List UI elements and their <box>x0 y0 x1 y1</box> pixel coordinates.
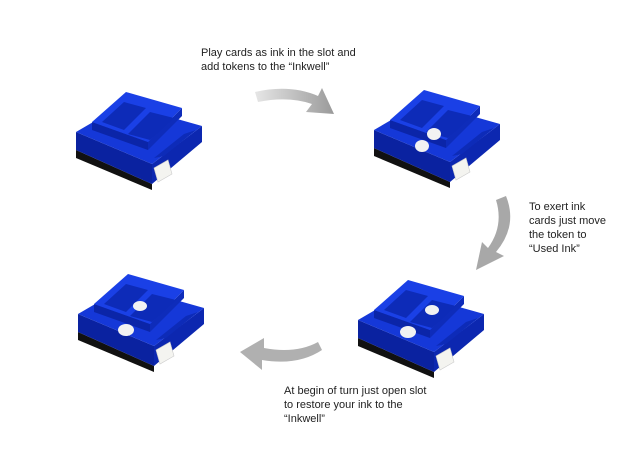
caption-line: add tokens to the “Inkwell” <box>201 61 330 73</box>
caption-line: Play cards as ink in the slot and <box>201 47 356 59</box>
arrow-step-3-to-4 <box>240 338 322 370</box>
token <box>425 305 439 315</box>
token <box>400 326 416 338</box>
tray-step-1 <box>75 91 203 191</box>
caption-line: to restore your ink to the <box>284 399 403 411</box>
token <box>118 324 134 336</box>
tray-step-2 <box>373 89 501 189</box>
caption-line: To exert ink <box>529 201 586 213</box>
caption-line: At begin of turn just open slot <box>284 385 427 397</box>
caption-line: cards just move <box>529 215 607 227</box>
arrow-step-2-to-3 <box>476 196 511 270</box>
caption-line: “Used Ink” <box>529 243 580 255</box>
arrow-step-1-to-2 <box>255 88 334 114</box>
token <box>415 140 429 152</box>
token <box>427 128 441 140</box>
caption-step-1: Play cards as ink in the slot and add to… <box>201 46 356 74</box>
caption-step-2: To exert ink cards just move the token t… <box>529 200 606 256</box>
tray-step-4 <box>77 273 205 373</box>
caption-step-3: At begin of turn just open slot to resto… <box>284 384 426 426</box>
caption-line: “Inkwell” <box>284 413 325 425</box>
caption-line: the token to <box>529 229 587 241</box>
token <box>133 301 147 311</box>
tray-step-3 <box>357 279 485 379</box>
